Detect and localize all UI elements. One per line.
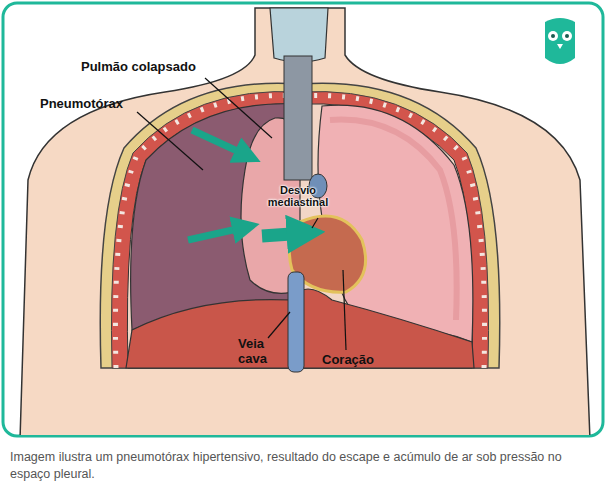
pressure-arrow — [192, 130, 248, 156]
leader-line — [343, 270, 346, 350]
part-label: Veia cava — [238, 336, 282, 366]
shift-arrow — [262, 233, 306, 236]
vena-cava — [288, 272, 304, 372]
pressure-arrow — [188, 227, 246, 240]
owl-logo — [545, 18, 575, 64]
leader-line — [137, 112, 203, 170]
leader-line — [268, 312, 290, 338]
leader-line — [205, 78, 272, 138]
leader-line — [312, 218, 318, 228]
caption: Imagem ilustra um pneumotórax hipertensi… — [10, 449, 590, 483]
part-label: Pneumotórax — [40, 96, 160, 111]
part-label: Coração — [322, 352, 402, 367]
part-label: Desvio mediastinal — [262, 184, 334, 208]
part-label: Pulmão colapsado — [81, 59, 241, 74]
larynx — [270, 8, 328, 62]
torso — [20, 8, 590, 435]
trachea — [284, 56, 312, 180]
